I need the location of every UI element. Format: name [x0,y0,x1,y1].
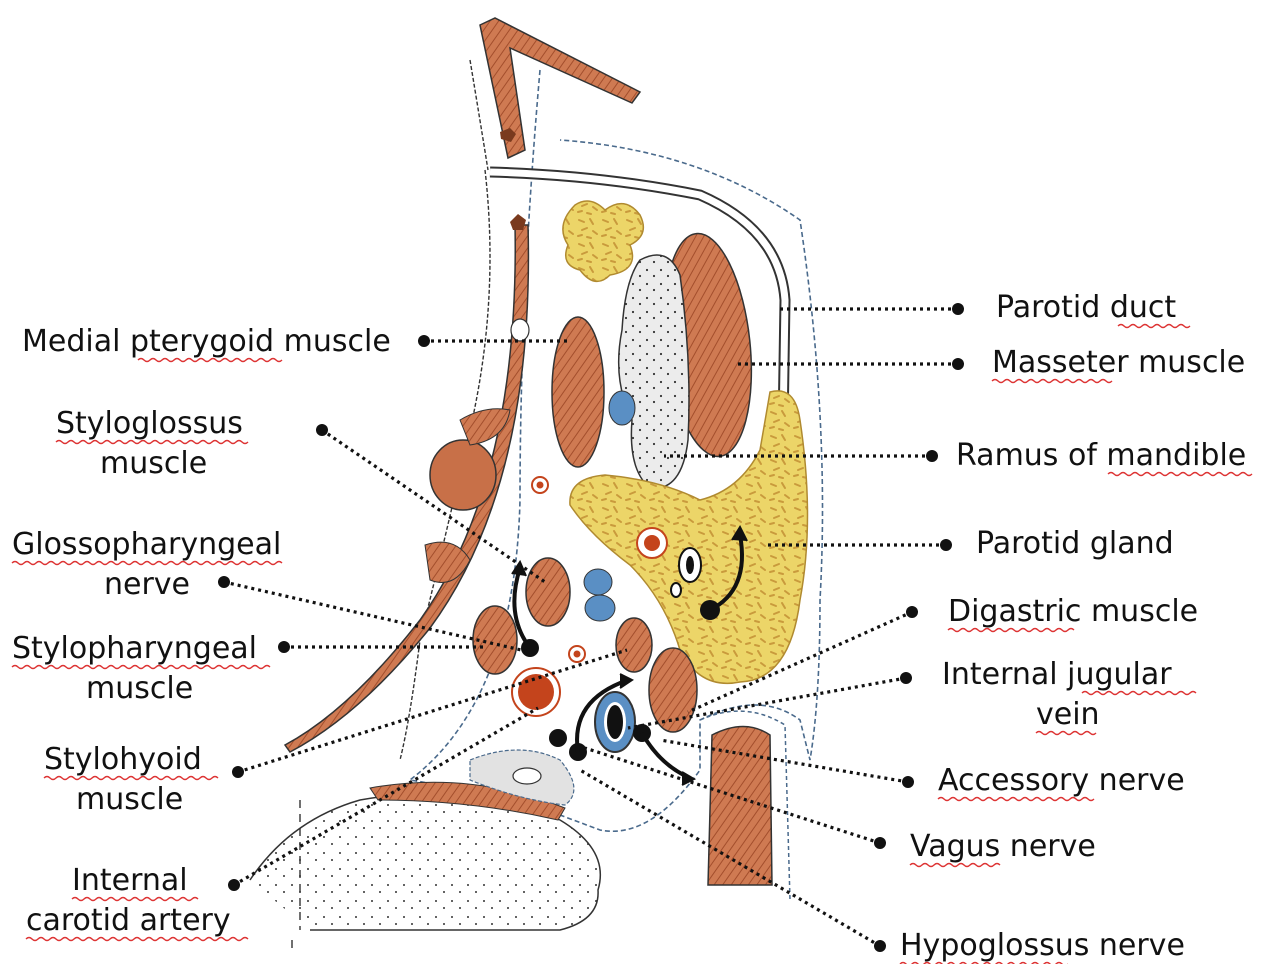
label-internal-jugular-line2: vein [1036,697,1100,732]
label-stylohyoid-line2: muscle [76,782,183,817]
label-internal-carotid-line2: carotid artery [26,903,231,938]
label-stylohyoid-line1: Stylohyoid [44,742,202,777]
label-masseter-muscle: Masseter muscle [992,345,1245,380]
label-glossopharyngeal-line1: Glossopharyngeal [12,527,281,562]
stylohyoid-shape [616,618,652,672]
label-hypoglossus-nerve: Hypoglossus nerve [900,928,1185,963]
sternocleidomastoid-shape [708,727,772,886]
ramus-shape [619,255,689,488]
label-internal-jugular-line1: Internal jugular [942,657,1172,692]
label-vagus-nerve: Vagus nerve [910,829,1096,864]
styloglossus-shape [526,558,570,626]
label-internal-carotid-line1: Internal [72,863,188,898]
label-stylopharyngeal-line1: Stylopharyngeal [12,631,257,666]
label-styloglossus-line1: Styloglossus [56,406,243,441]
parotid-lobule-top [563,201,643,281]
label-styloglossus-line2: muscle [100,446,207,481]
label-ramus-of-mandible: Ramus of mandible [956,438,1246,473]
label-parotid-gland: Parotid gland [976,526,1174,561]
label-stylopharyngeal-line2: muscle [86,671,193,706]
anatomy-illustration [250,18,823,950]
label-glossopharyngeal-line2: nerve [104,567,190,602]
label-medial-pterygoid: Medial pterygoid muscle [22,324,391,359]
label-digastric-muscle: Digastric muscle [948,594,1198,629]
stylopharyngeus-shape [473,606,517,674]
label-accessory-nerve: Accessory nerve [938,763,1185,798]
digastric-shape [649,648,697,732]
label-parotid-duct: Parotid duct [996,290,1176,325]
